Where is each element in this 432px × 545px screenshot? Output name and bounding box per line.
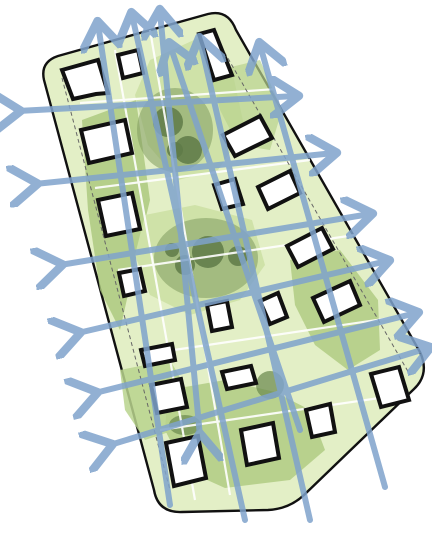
axis-arrows <box>18 12 428 523</box>
building-6 <box>95 190 143 239</box>
horizontal-axis-6 <box>110 348 428 445</box>
building-11 <box>204 298 235 334</box>
building-19 <box>163 433 209 489</box>
building-4 <box>78 117 135 166</box>
horizontal-axis-2 <box>35 153 334 184</box>
building-17 <box>303 401 338 440</box>
building-15 <box>219 363 259 392</box>
horizontal-axis-1 <box>18 96 296 111</box>
building-20 <box>238 420 282 468</box>
